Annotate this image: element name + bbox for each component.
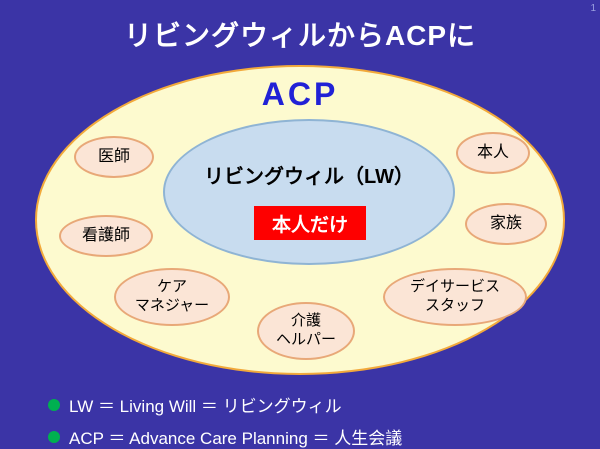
node-nurse: 看護師 [59, 215, 153, 257]
node-care-manager: ケア マネジャー [114, 268, 230, 326]
node-self: 本人 [456, 132, 530, 174]
lw-label: リビングウィル（LW） [204, 166, 414, 188]
acp-label: ACP [261, 76, 339, 112]
slide-title: リビングウィルからACPに [123, 20, 477, 51]
node-day-service-staff: デイサービス スタッフ [383, 268, 527, 326]
green-bullet-icon [48, 430, 60, 443]
node-care-helper: 介護 ヘルパー [257, 302, 355, 360]
legend-text-acp: ACP ＝ Advance Care Planning ＝ 人生会議 [69, 429, 403, 448]
legend: LW ＝ Living Will ＝ リビングウィル ACP ＝ Advance… [48, 392, 402, 449]
page-number: 1 [590, 3, 596, 14]
node-doctor: 医師 [74, 136, 154, 178]
legend-line-acp: ACP ＝ Advance Care Planning ＝ 人生会議 [48, 424, 402, 449]
lw-ellipse [163, 119, 455, 265]
legend-line-lw: LW ＝ Living Will ＝ リビングウィル [48, 392, 402, 417]
green-bullet-icon [48, 398, 60, 411]
node-family: 家族 [465, 203, 547, 245]
honnin-dake-box: 本人だけ [254, 206, 366, 240]
legend-text-lw: LW ＝ Living Will ＝ リビングウィル [69, 397, 342, 416]
